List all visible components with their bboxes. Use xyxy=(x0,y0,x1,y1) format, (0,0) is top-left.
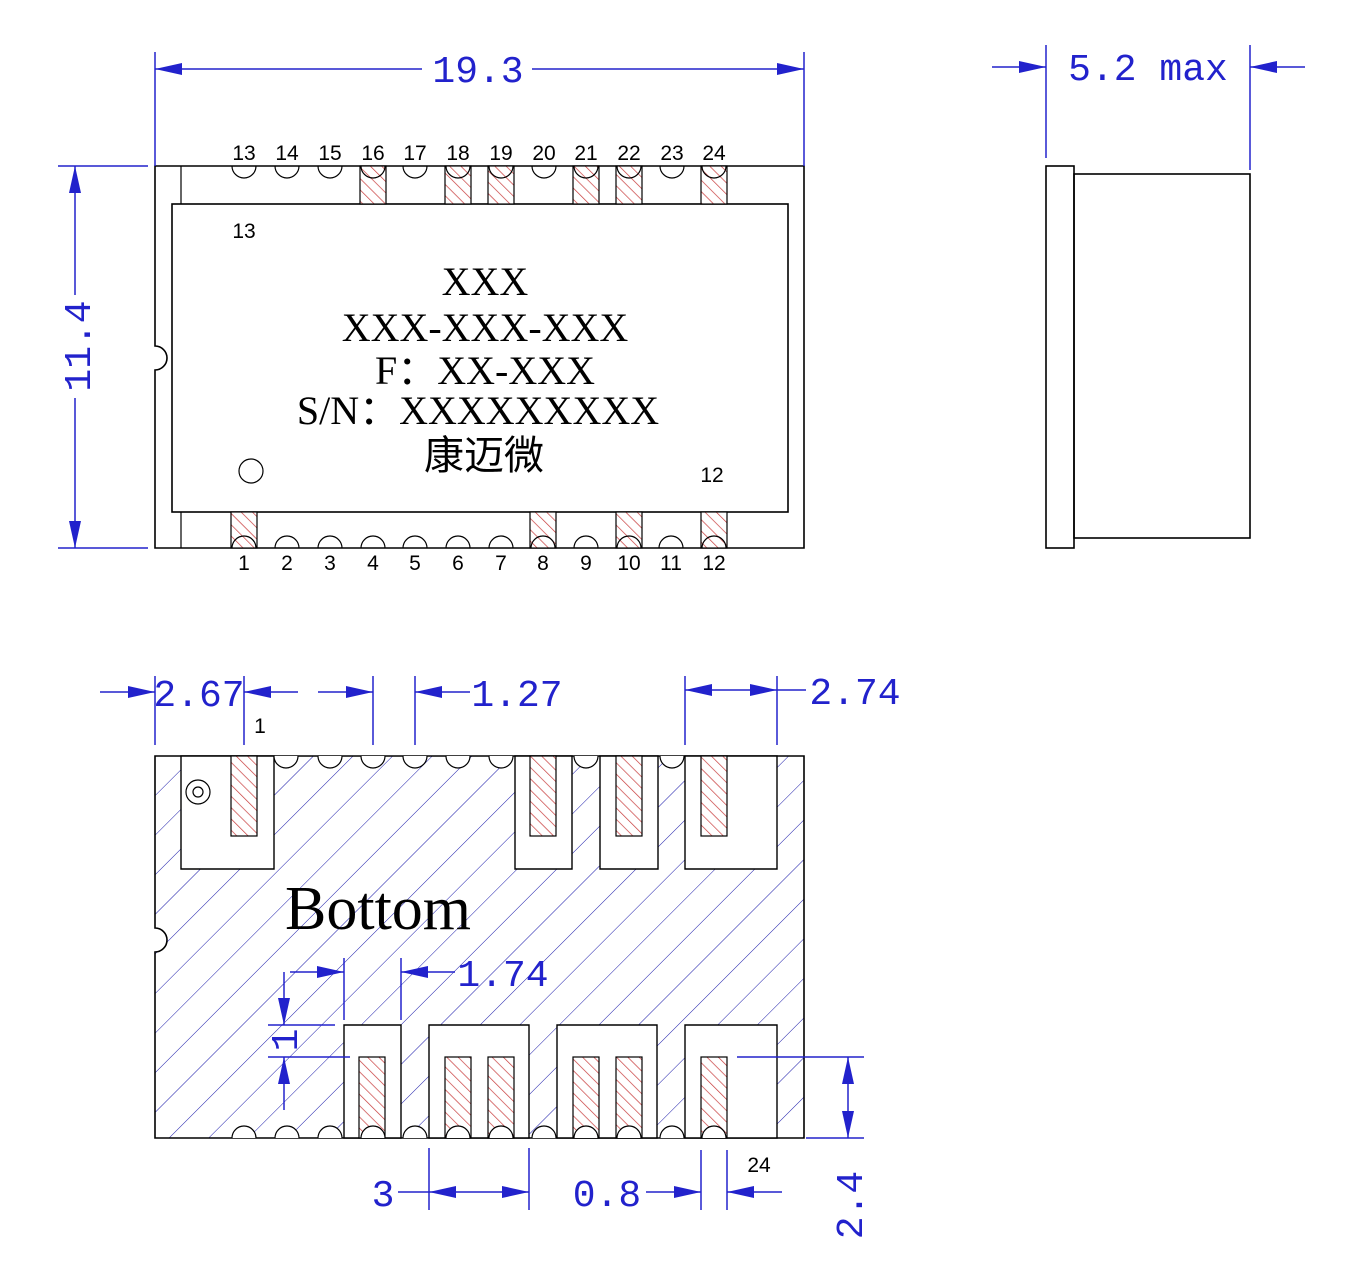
dim-value: 3 xyxy=(372,1175,395,1218)
pin-number: 6 xyxy=(452,552,464,575)
pin-number: 20 xyxy=(532,142,555,165)
pad-18 xyxy=(444,165,472,205)
dim-value: 0.8 xyxy=(573,1175,641,1218)
pad-21 xyxy=(572,165,600,205)
dim-thickness: 5.2 max xyxy=(1068,49,1228,92)
top-edge-notches xyxy=(231,165,727,179)
pin-number: 18 xyxy=(446,142,469,165)
top-body-outline xyxy=(154,165,805,549)
bottom-bottom-notches xyxy=(231,1125,727,1139)
pin-number: 22 xyxy=(617,142,640,165)
bottom-pin-numbers: 1 2 3 4 5 6 7 8 9 10 11 12 xyxy=(238,552,726,575)
dim-edge-left: 2.67 xyxy=(100,675,298,745)
pin-number: 19 xyxy=(489,142,512,165)
pin-number: 4 xyxy=(367,552,379,575)
bottom-pad-16 xyxy=(358,1056,386,1139)
dim-value: 2.74 xyxy=(809,673,900,716)
pin-number: 23 xyxy=(660,142,683,165)
side-body xyxy=(1073,173,1251,539)
pin-number: 15 xyxy=(318,142,341,165)
top-pin-numbers: 13 14 15 16 17 18 19 20 21 22 23 24 xyxy=(232,142,726,165)
pad-24 xyxy=(700,165,728,205)
pad-1 xyxy=(230,511,258,549)
pin1-target-center xyxy=(192,786,204,798)
pin-number: 21 xyxy=(574,142,597,165)
dim-group-width: 3 xyxy=(372,1148,530,1218)
pin-number: 9 xyxy=(580,552,592,575)
bottom-pad-12 xyxy=(700,755,728,837)
dim-value: 1.74 xyxy=(457,955,548,998)
bottom-view-title: Bottom xyxy=(285,875,471,943)
pin-number: 2 xyxy=(281,552,293,575)
pin-number: 11 xyxy=(660,552,682,575)
pin-number: 8 xyxy=(537,552,549,575)
pad-12 xyxy=(700,511,728,549)
bottom-pad-22 xyxy=(615,1056,643,1139)
top-edge-pads xyxy=(231,165,728,205)
pin-number: 16 xyxy=(361,142,384,165)
pin-number: 24 xyxy=(702,142,726,165)
bottom-edge-notches xyxy=(231,535,727,549)
bottom-pad-18 xyxy=(444,1056,472,1139)
side-view: 5.2 max xyxy=(992,45,1305,549)
bottom-pin-first-label: 1 xyxy=(254,715,266,738)
pin-number: 12 xyxy=(702,552,725,575)
bottom-pad-24 xyxy=(700,1056,728,1139)
dim-value: 11.4 xyxy=(59,300,102,391)
top-view: 13 14 15 16 17 18 19 20 21 22 23 24 1 2 … xyxy=(58,51,805,575)
pin-number: 17 xyxy=(403,142,426,165)
dim-value: 1.27 xyxy=(471,675,562,718)
pad-10 xyxy=(615,511,643,549)
bottom-pad-10 xyxy=(615,755,643,837)
bottom-pad-8 xyxy=(529,755,557,837)
dim-edge-right: 2.74 xyxy=(684,673,901,745)
pad-22 xyxy=(615,165,643,205)
bottom-pin-last-label: 24 xyxy=(747,1154,771,1177)
bottom-pad-1 xyxy=(230,755,258,837)
bottom-edge-pads xyxy=(230,511,728,549)
pin1-dot-marker xyxy=(238,458,264,484)
dim-width: 19.3 xyxy=(154,51,805,166)
package-marking: XXX XXX-XXX-XXX F：XX-XXX S/N：XXXXXXXXX 康… xyxy=(297,259,659,478)
pad-19 xyxy=(487,165,515,205)
dim-height: 11.4 xyxy=(58,165,148,549)
dim-pad-width: 0.8 xyxy=(573,1150,782,1218)
marking-line: S/N：XXXXXXXXX xyxy=(297,388,659,433)
bottom-pad-19 xyxy=(487,1056,515,1139)
marking-line: F：XX-XXX xyxy=(375,348,595,393)
dim-pad-height: 1 xyxy=(266,972,350,1110)
marking-line: XXX xyxy=(442,259,529,304)
pin-number: 14 xyxy=(275,142,299,165)
pin-number: 13 xyxy=(232,142,255,165)
pin-number: 3 xyxy=(324,552,336,575)
dim-value: 2.67 xyxy=(153,675,244,718)
side-base xyxy=(1045,165,1075,549)
bottom-top-notches xyxy=(273,755,685,769)
pin-number: 1 xyxy=(238,552,250,575)
pin-number: 7 xyxy=(495,552,507,575)
dim-pitch: 1.27 xyxy=(318,675,563,745)
dim-pad-length: 2.4 xyxy=(737,1056,874,1239)
dim-value: 19.3 xyxy=(432,51,523,94)
pin-number: 10 xyxy=(617,552,640,575)
corner-pin-label: 13 xyxy=(232,220,255,243)
dim-value: 1 xyxy=(266,1029,309,1052)
dim-pad-spacing: 1.74 xyxy=(290,955,549,1020)
marking-brand: 康迈微 xyxy=(424,433,544,478)
label-area xyxy=(171,203,789,513)
bottom-view: Bottom 1 24 2.67 1.27 xyxy=(100,673,901,1239)
pin-number: 5 xyxy=(409,552,421,575)
dim-value: 2.4 xyxy=(831,1171,874,1239)
pad-16 xyxy=(359,165,387,205)
marking-line: XXX-XXX-XXX xyxy=(342,305,629,350)
pad-8 xyxy=(529,511,557,549)
corner-pin-label: 12 xyxy=(700,464,723,487)
bottom-pad-21 xyxy=(572,1056,600,1139)
